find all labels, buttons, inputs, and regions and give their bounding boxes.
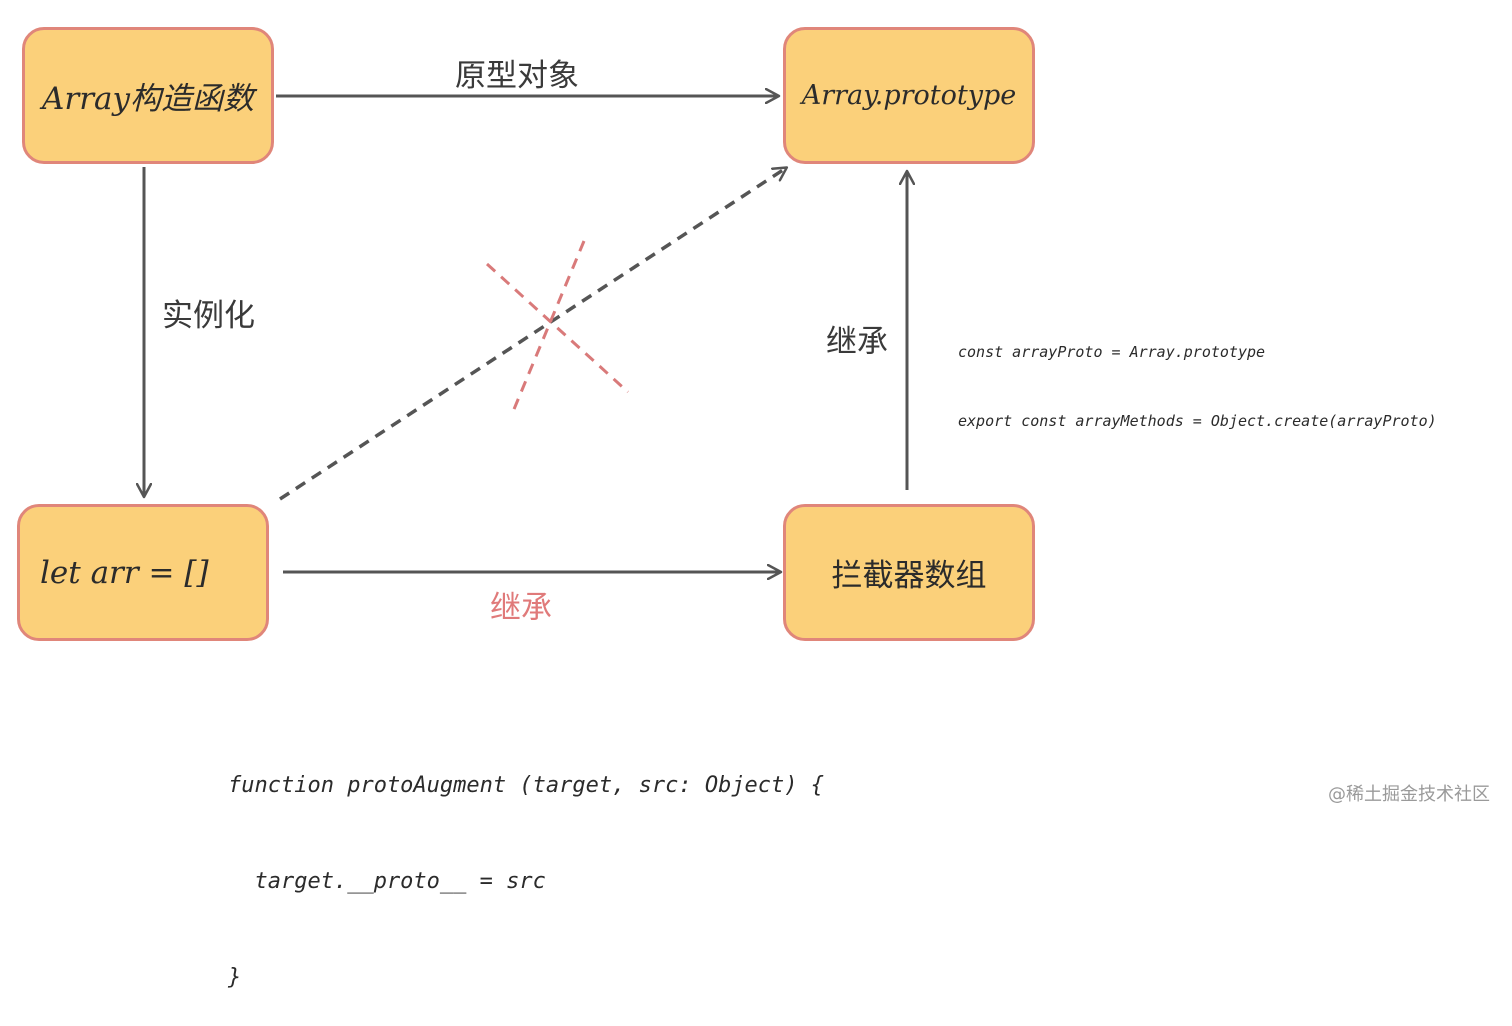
diagram-canvas	[0, 0, 1512, 826]
code-line: function protoAugment (target, src: Obje…	[228, 773, 825, 798]
code-line: const arrayProto = Array.prototype	[958, 343, 1266, 361]
node-array-constructor: Array构造函数	[22, 27, 274, 164]
edge-label-prototype-object: 原型对象	[455, 58, 579, 94]
node-array-prototype-label: Array.prototype	[801, 80, 1017, 111]
edge-label-inherit-bottom: 继承	[490, 590, 552, 626]
node-interceptor-array-label: 拦截器数组	[831, 558, 987, 594]
node-array-prototype: Array.prototype	[783, 27, 1035, 164]
code-line: export const arrayMethods = Object.creat…	[958, 412, 1437, 430]
edge-label-instantiate: 实例化	[162, 298, 255, 334]
cross-mark-icon	[485, 240, 630, 415]
node-let-arr-label: let arr = []	[40, 554, 209, 591]
watermark: @稀土掘金技术社区	[1328, 784, 1490, 805]
node-interceptor-array: 拦截器数组	[783, 504, 1035, 641]
node-let-arr: let arr = []	[17, 504, 269, 641]
arrow-dashed-direct-proto	[279, 168, 786, 501]
code-proto-augment: function protoAugment (target, src: Obje…	[228, 706, 824, 1026]
code-line: target.__proto__ = src	[228, 869, 546, 894]
code-line: }	[228, 965, 242, 990]
node-array-constructor-label: Array构造函数	[41, 81, 255, 117]
code-array-methods: const arrayProto = Array.prototype expor…	[958, 295, 1437, 456]
edge-label-inherit-right: 继承	[826, 324, 888, 360]
